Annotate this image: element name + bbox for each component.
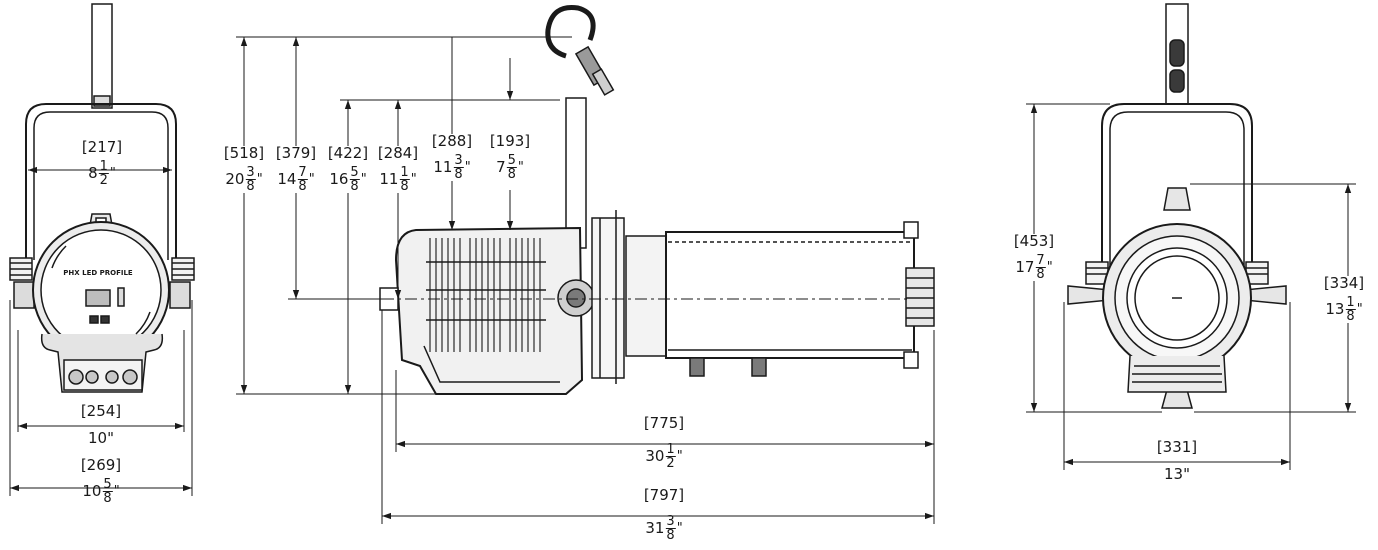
gate-section [591, 217, 625, 379]
lens-barrel [665, 231, 915, 359]
c-clamp-hook [545, 4, 596, 59]
panel-title: PHX LED PROFILE [63, 269, 133, 277]
front-view [1067, 3, 1287, 409]
shutter-handle-top [1163, 187, 1191, 211]
rear-yoke [25, 103, 177, 260]
rear-view [9, 3, 195, 393]
label-331: [331] 13" [1156, 438, 1198, 483]
front-yoke [1101, 103, 1253, 270]
rear-display [85, 289, 111, 307]
rear-yoke-stem [91, 3, 113, 109]
label-254: [254] 10" [80, 402, 122, 447]
